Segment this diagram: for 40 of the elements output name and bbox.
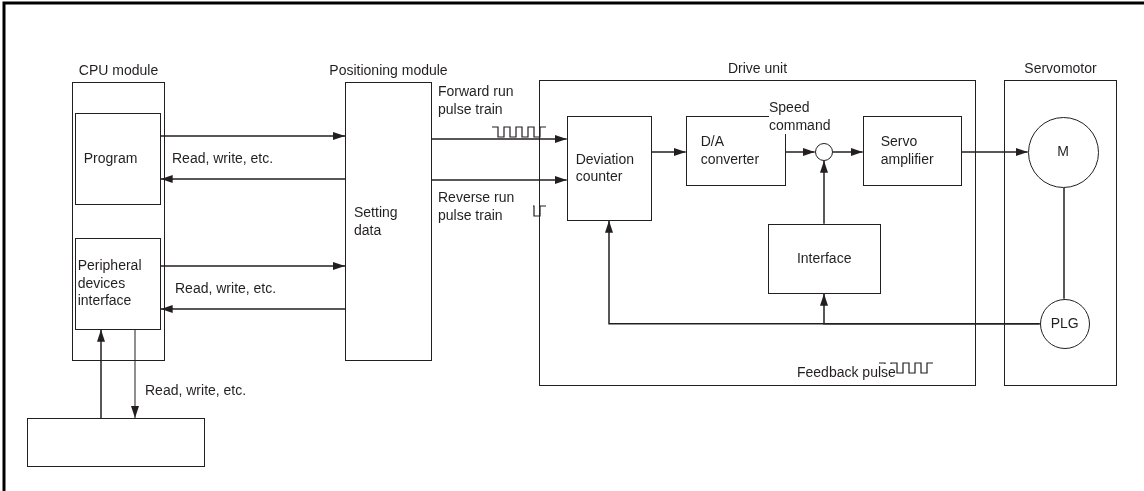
- arrow: [159, 262, 346, 270]
- arrow: [820, 159, 828, 225]
- arrow: [159, 305, 346, 313]
- arrow: [431, 176, 568, 184]
- group-heading: CPU module: [78, 62, 159, 78]
- arrow: [820, 292, 1041, 325]
- block-label: D/A converter: [699, 133, 761, 169]
- block-label: Setting data: [353, 204, 399, 239]
- edge-label: Speed command: [769, 99, 829, 134]
- group-heading: Positioning module: [329, 62, 448, 78]
- block-box: [74, 112, 161, 205]
- block-label: M: [1057, 143, 1069, 161]
- group-heading: Servomotor: [1024, 60, 1097, 76]
- arrow: [159, 175, 346, 183]
- block-label: Peripheral devices interface: [76, 257, 143, 310]
- arrow: [159, 132, 346, 140]
- arrow: [831, 148, 864, 156]
- software-box: [27, 418, 205, 467]
- edge-label: Read, write, etc.: [175, 280, 277, 298]
- block-label: Interface: [796, 249, 852, 268]
- block-label: PLG: [1050, 314, 1079, 333]
- arrow: [960, 148, 1029, 156]
- block-label: Servo amplifier: [879, 133, 935, 169]
- edge-label: Reverse run pulse train: [438, 189, 533, 224]
- block-box: [74, 237, 161, 330]
- block-box: [862, 115, 962, 186]
- arrow: [131, 329, 139, 419]
- edge-label: Feedback pulse: [797, 364, 896, 382]
- arrow: [431, 135, 568, 143]
- connector-line: [1063, 186, 1065, 300]
- edge-label: Read, write, etc.: [145, 382, 247, 400]
- block-label: Deviation counter: [574, 150, 636, 186]
- group-heading: Drive unit: [727, 60, 788, 76]
- arrow: [650, 148, 687, 156]
- arrow: [97, 328, 105, 419]
- block-label: Program: [82, 149, 139, 168]
- arrow: [784, 148, 816, 156]
- block-box: [566, 115, 652, 221]
- block-box: [767, 223, 881, 294]
- edge-label: Read, write, etc.: [172, 150, 274, 168]
